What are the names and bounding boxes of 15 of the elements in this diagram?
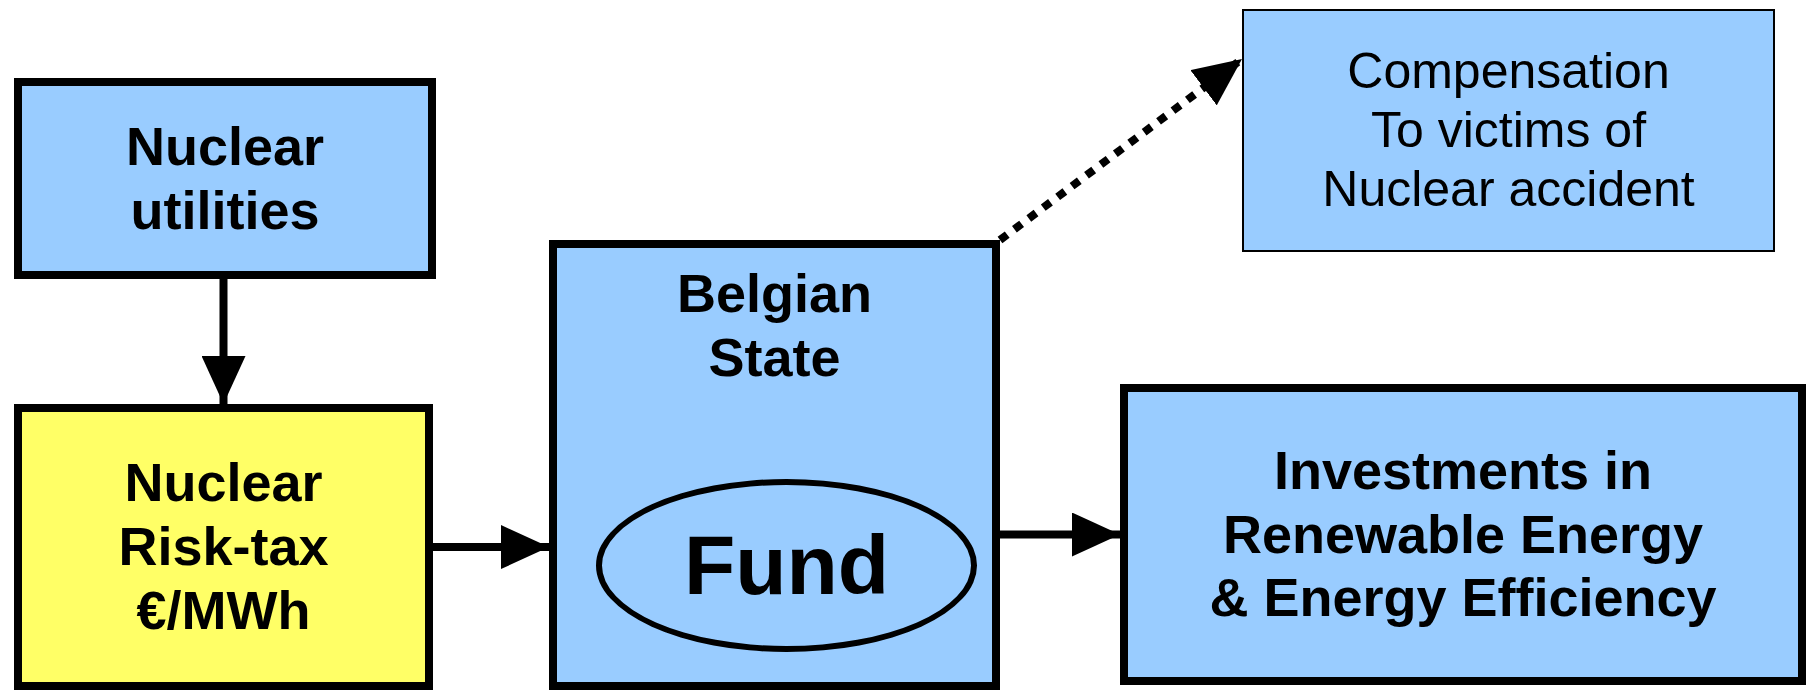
process-box (549, 240, 1000, 690)
box-label: Belgian State (675, 262, 873, 389)
box-label: Investments in Renewable Energy & Energy Efficiency (1208, 438, 1718, 630)
box-label: Fund (683, 516, 890, 614)
process-box (14, 404, 433, 690)
process-box (1120, 384, 1806, 685)
process-box (14, 78, 436, 279)
box-label: Nuclear utilities (124, 114, 326, 242)
arrow (433, 525, 549, 569)
arrow (1000, 512, 1120, 557)
note-box (1242, 9, 1775, 252)
fund-ellipse (596, 479, 977, 652)
box-label: Compensation To victims of Nuclear accident (1321, 42, 1696, 219)
arrow (201, 279, 246, 404)
box-label: Nuclear Risk-tax €/MWh (117, 451, 330, 642)
